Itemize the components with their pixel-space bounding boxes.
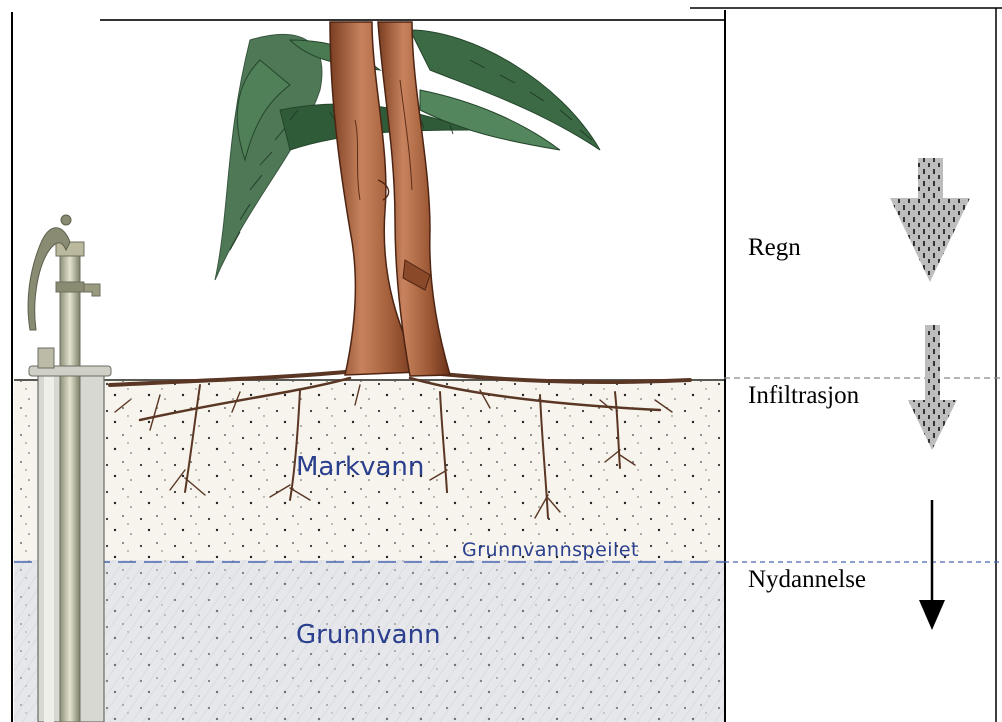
soil-water-label: Markvann <box>296 452 424 482</box>
infiltration-label: Infiltrasjon <box>748 382 859 410</box>
rain-label: Regn <box>748 234 801 262</box>
rain-arrow <box>890 158 970 282</box>
water-table-label: Grunnvannspeilet <box>462 539 639 561</box>
hand-pump <box>28 215 111 722</box>
tree-trunk <box>330 22 450 376</box>
recharge-arrow <box>919 500 945 630</box>
infiltration-arrow <box>908 325 957 450</box>
recharge-label: Nydannelse <box>748 566 866 594</box>
groundwater-label: Grunnvann <box>296 620 441 650</box>
